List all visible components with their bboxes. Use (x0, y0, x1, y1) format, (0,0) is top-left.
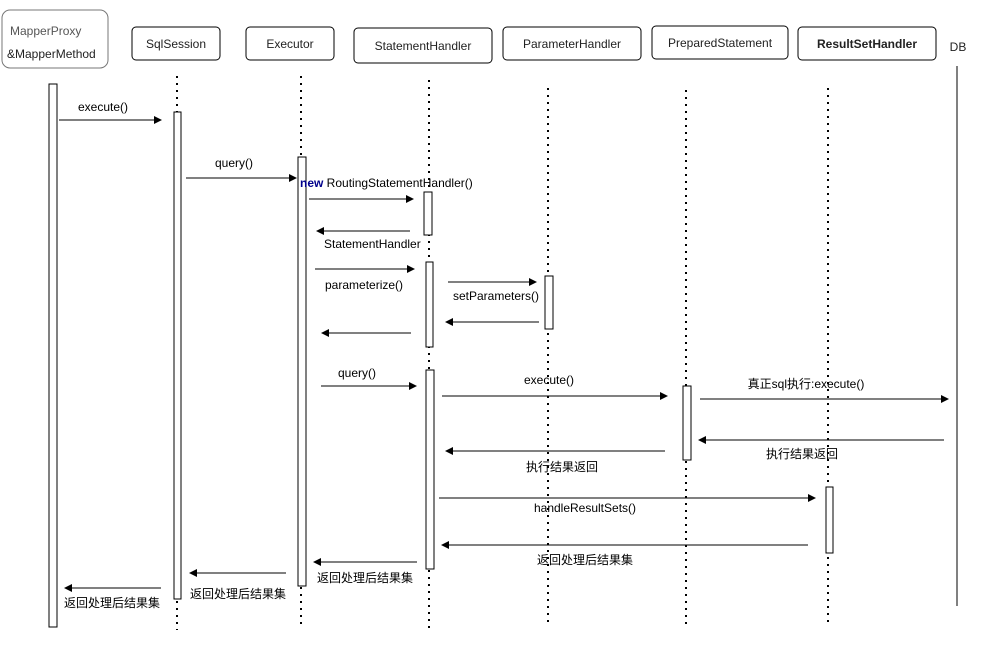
activation-statementhandler-3 (425, 369, 435, 570)
message-sh-return: 返回处理后结果集 (313, 558, 417, 585)
activation-preparedstatement (682, 385, 692, 461)
participant-parameterhandler-label: ParameterHandler (523, 37, 621, 51)
message-query-label: query() (215, 156, 253, 170)
message-db-result-return: 执行结果返回 (698, 436, 944, 461)
participant-sqlsession: SqlSession (131, 26, 221, 61)
message-query-handler: query() (321, 366, 417, 390)
participant-mapperproxy-label-1: MapperProxy (10, 24, 81, 38)
participant-resultsethandler: ResultSetHandler (797, 26, 937, 61)
new-keyword: new (300, 176, 324, 190)
participant-mapperproxy: MapperProxy &MapperMethod (1, 9, 109, 69)
message-new-routing-handler: new RoutingStatementHandler() (300, 176, 473, 203)
participant-resultsethandler-label: ResultSetHandler (817, 37, 917, 51)
message-session-return-label: 返回处理后结果集 (64, 595, 160, 610)
participant-parameterhandler: ParameterHandler (502, 26, 642, 61)
participant-statementhandler-label: StatementHandler (375, 39, 472, 53)
message-statementhandler-return-label: StatementHandler (324, 237, 421, 251)
activation-mapperproxy (48, 83, 58, 628)
message-setparameters: setParameters() (448, 278, 539, 303)
message-execute: execute() (59, 100, 162, 124)
participant-executor: Executor (245, 26, 335, 61)
activation-parameterhandler (544, 275, 554, 330)
participant-sqlsession-label: SqlSession (146, 37, 206, 51)
participant-executor-label: Executor (266, 37, 313, 51)
message-rsh-return-label: 返回处理后结果集 (537, 552, 633, 567)
message-real-sql-execute-label: 真正sql执行:execute() (748, 377, 865, 391)
message-query-handler-label: query() (338, 366, 376, 380)
participant-statementhandler: StatementHandler (353, 27, 493, 64)
activation-resultsethandler (825, 486, 834, 554)
participant-preparedstatement-label: PreparedStatement (668, 36, 773, 50)
message-ps-execute-label: execute() (524, 373, 574, 387)
message-statementhandler-return: StatementHandler (316, 227, 421, 251)
participant-mapperproxy-label-2: &MapperMethod (7, 47, 96, 61)
activation-sqlsession (173, 111, 182, 600)
message-ps-execute: execute() (442, 373, 668, 400)
message-ps-result-return-label: 执行结果返回 (526, 460, 598, 474)
activation-executor (297, 156, 307, 587)
message-new-routing-handler-label: new RoutingStatementHandler() (300, 176, 473, 190)
message-real-sql-execute: 真正sql执行:execute() (700, 377, 949, 403)
message-parameterize: parameterize() (315, 265, 415, 292)
activation-statementhandler-2 (425, 261, 434, 348)
message-executor-return: 返回处理后结果集 (189, 569, 286, 601)
message-db-result-return-label: 执行结果返回 (766, 447, 838, 461)
message-ps-result-return: 执行结果返回 (445, 447, 665, 474)
message-handleresultsets-label: handleResultSets() (534, 501, 636, 515)
activation-statementhandler-1 (423, 191, 433, 236)
message-rsh-return: 返回处理后结果集 (441, 541, 808, 567)
message-session-return: 返回处理后结果集 (64, 584, 161, 610)
message-execute-label: execute() (78, 100, 128, 114)
message-executor-return-label: 返回处理后结果集 (190, 586, 286, 601)
message-parameterize-label: parameterize() (325, 278, 403, 292)
message-handleresultsets: handleResultSets() (439, 494, 816, 515)
participant-preparedstatement: PreparedStatement (651, 25, 789, 60)
participant-db-label: DB (950, 40, 967, 54)
message-query: query() (186, 156, 297, 182)
routing-handler-text: RoutingStatementHandler() (323, 176, 472, 190)
message-setparameters-label: setParameters() (453, 289, 539, 303)
message-sh-return-label: 返回处理后结果集 (317, 570, 413, 585)
